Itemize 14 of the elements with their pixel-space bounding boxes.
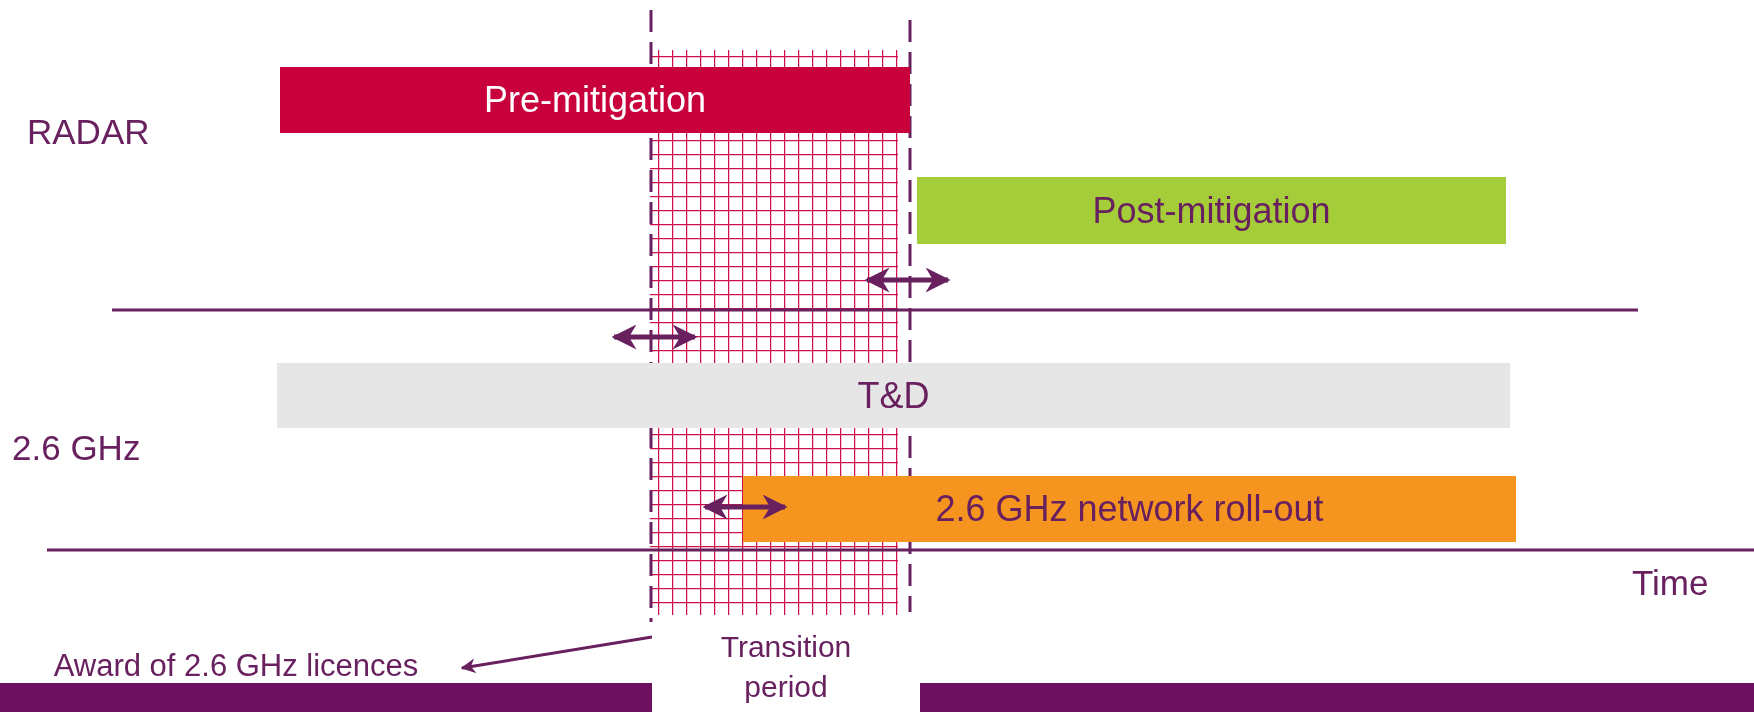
bar-label: Award of 2.6 GHz licences [53, 648, 419, 684]
leader-arrow [460, 635, 653, 674]
bar-label: Pre-mitigation [483, 79, 707, 121]
row-label: Time [1632, 563, 1709, 603]
bar-label: Post-mitigation [1092, 189, 1331, 232]
bar-label: T&D [857, 374, 930, 417]
pre-mitigation-bar [280, 67, 910, 133]
test-bar [277, 363, 1510, 428]
bar-label: 2.6 GHz network roll-out [935, 488, 1324, 530]
row-label: RADAR [27, 112, 150, 152]
row-label: 2.6 GHz [12, 428, 141, 468]
roll-out-bar [743, 476, 1516, 542]
bar-label: Transition period [719, 629, 853, 705]
post-mitigation-bar [917, 177, 1506, 244]
